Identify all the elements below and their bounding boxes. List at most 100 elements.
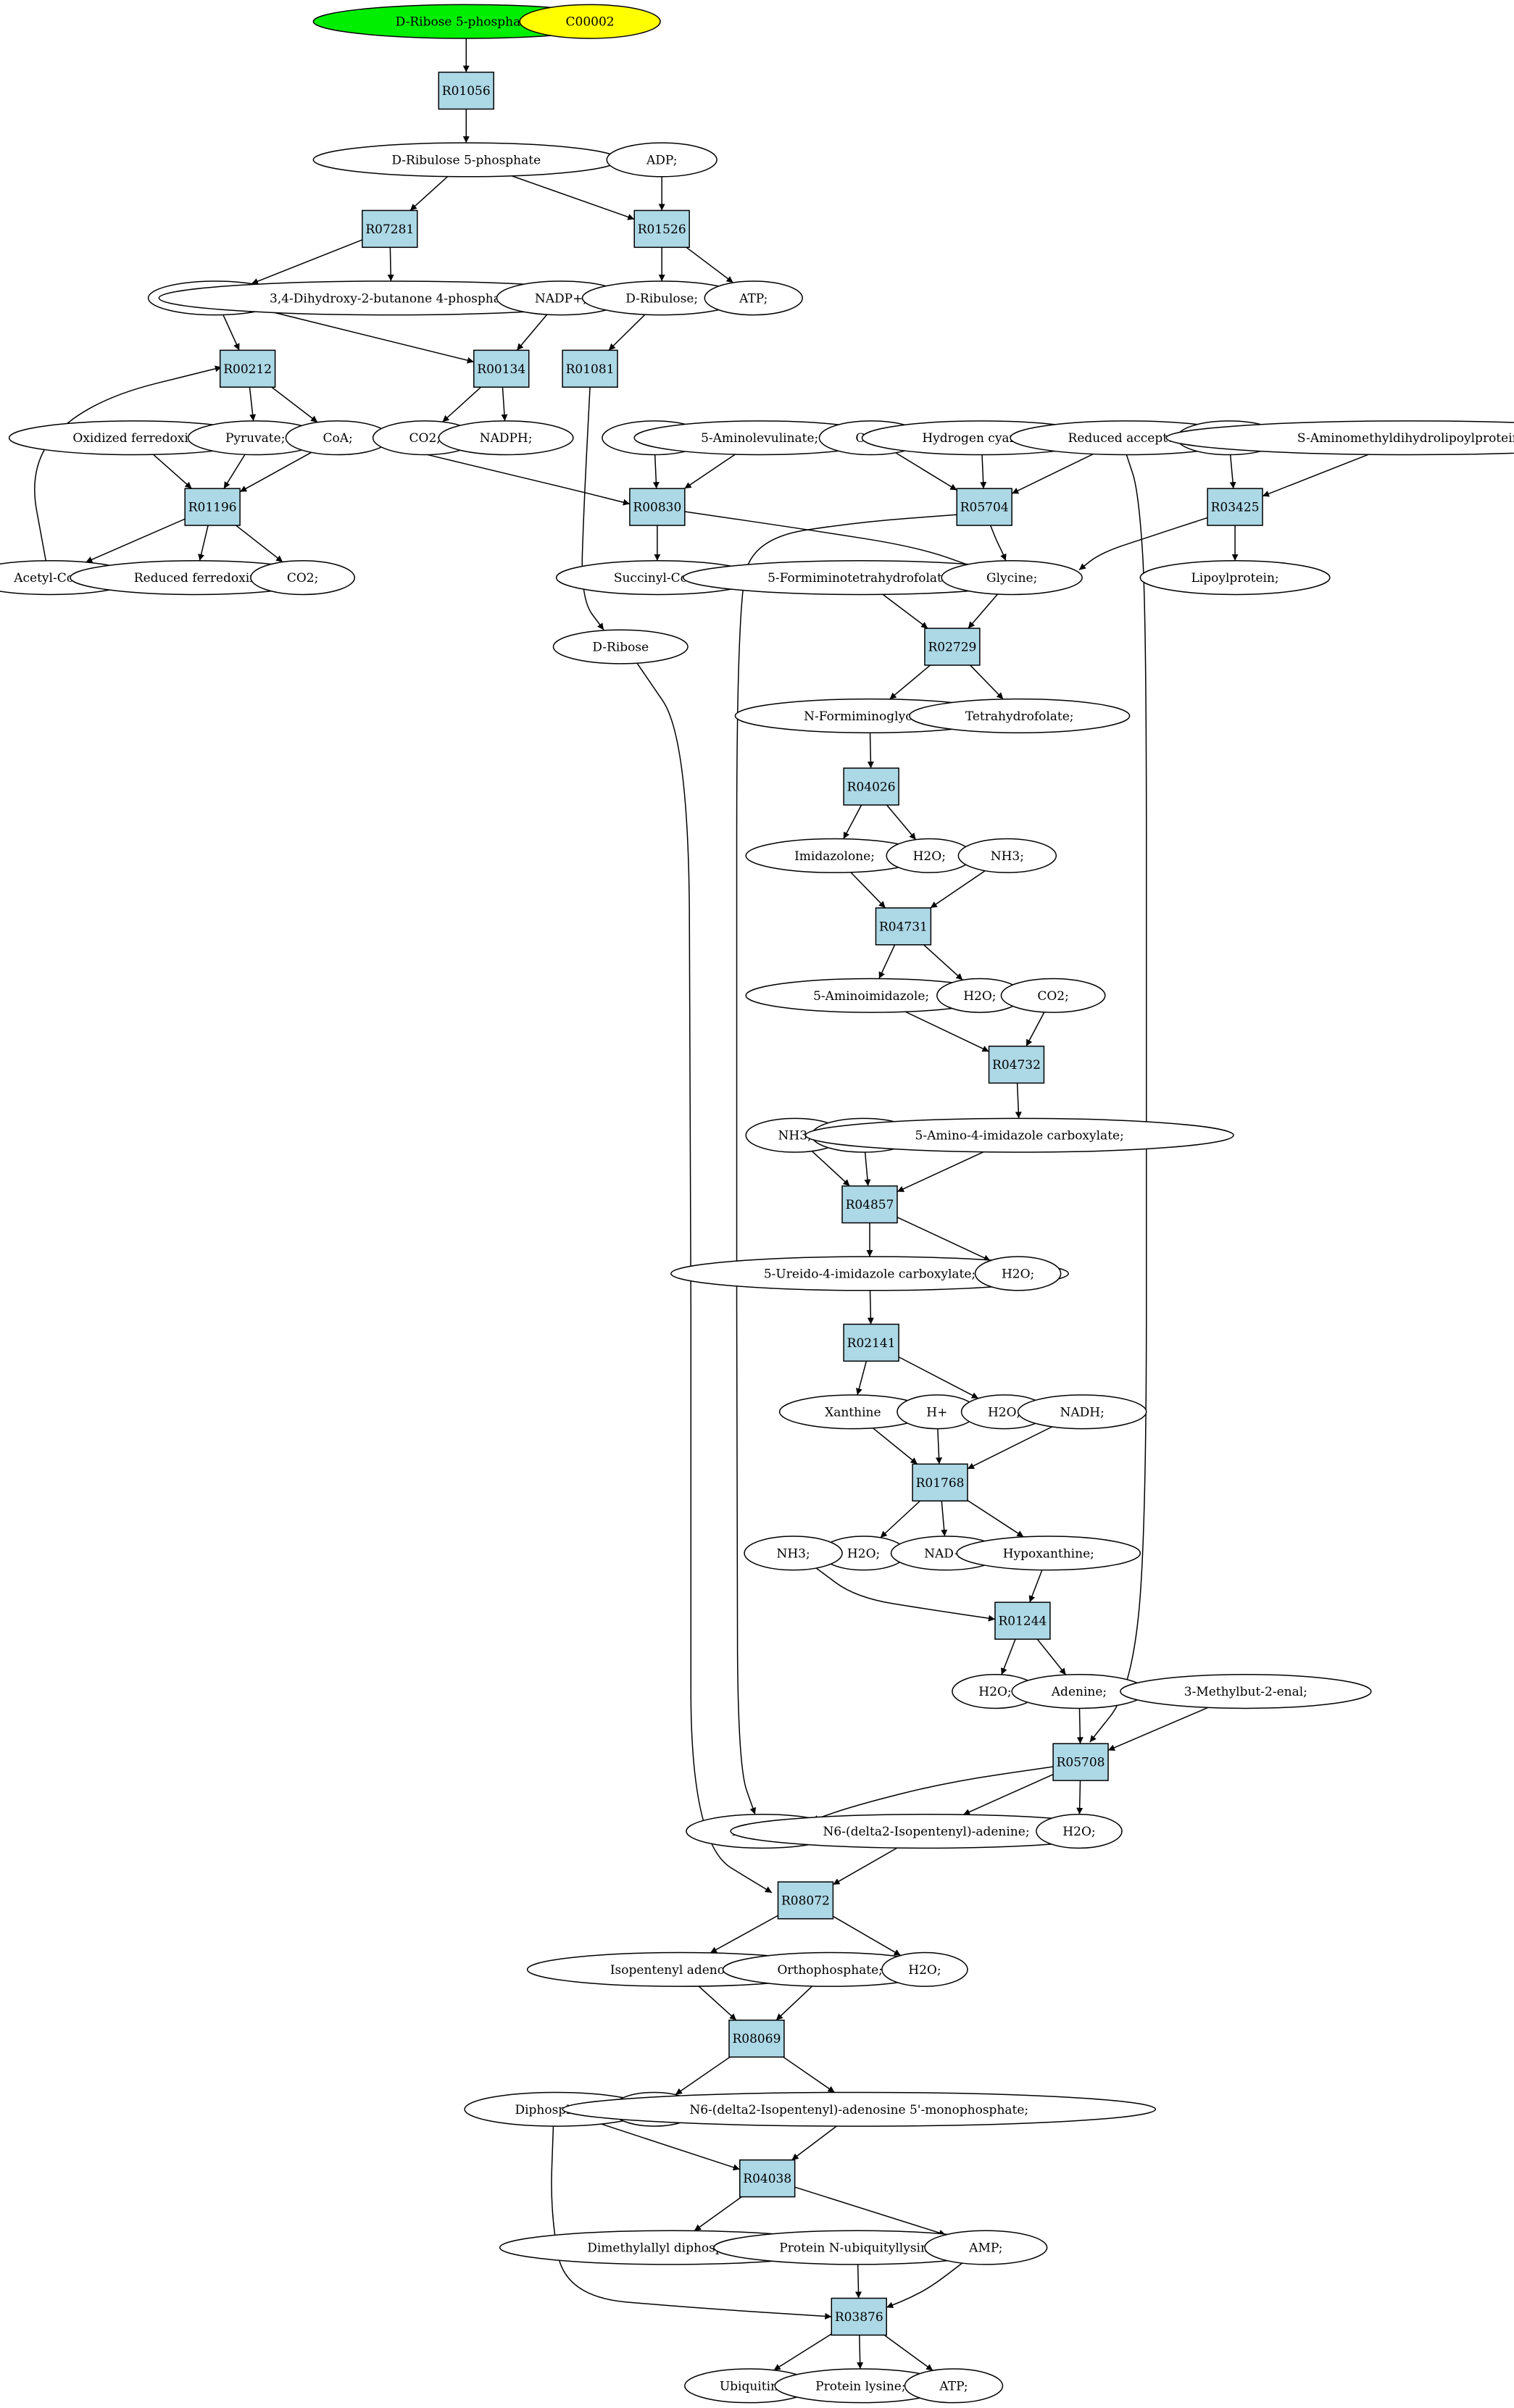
reaction-node-r_R08072: R08072 [777,1881,834,1920]
compound-node-c_aminolev: 5-Aminolevulinate; [633,420,886,456]
node-label: R01768 [916,1476,965,1491]
compound-ellipse [670,1256,1069,1291]
node-label: CoA; [323,431,352,446]
compound-node-c_nh3_a: NH3; [957,838,1057,873]
reaction-box [956,488,1012,526]
edge-c_dribulose-to-r_R01081 [608,314,646,351]
edge-c_amp-to-r_R03876 [886,2261,965,2309]
reaction-node-r_R01056: R01056 [438,71,494,110]
compound-node-c_fthf: 5-Formiminotetrahydrofolate; [682,560,1039,596]
node-label: H+ [926,1405,947,1420]
node-label: Adenine; [1051,1685,1107,1699]
reaction-node-r_R00134: R00134 [473,349,530,388]
compound-node-c_dribose: D-Ribose [552,629,689,665]
reaction-box [831,2297,887,2336]
node-label: N6-(delta2-Isopentenyl)-adenosine 5'-mon… [689,2103,1028,2117]
edge-c_formate-to-r_R00212 [222,314,240,351]
node-label: R08072 [781,1894,830,1908]
reaction-box [362,209,418,249]
edge-r_R07281-to-c_formate [251,239,363,285]
reaction-box [875,907,932,946]
reaction-box [629,488,686,526]
edge-r_R08072-to-c_isoade [710,1915,778,1954]
node-label: R01196 [188,501,237,515]
node-label: R00212 [223,362,272,377]
edge-r_R04857-to-c_h2o_c [897,1217,991,1262]
node-label: R05704 [960,501,1009,515]
edge-r_R08069-to-c_h2o_i [675,2057,731,2096]
node-label: R03876 [835,2310,883,2325]
compound-node-c_orthop: Orthophosphate; [722,1951,938,1987]
edge-c_dribose-to-r_R08072 [636,663,773,1894]
node-label: S-Aminomethyldihydrolipoylprotein; [1297,431,1514,446]
edge-r_R07281-to-c_dhbp [387,247,394,281]
node-label: Lipoylprotein; [1191,571,1279,586]
node-label: R04038 [743,2172,791,2186]
edge-c_co2_g-to-r_R04857 [864,1151,871,1186]
edge-c_diphos-to-r_R03876 [551,2126,832,2320]
reaction-box [988,1045,1045,1084]
node-layer: D-Ribose 5-phosphate;C00002R01056D-Ribul… [0,4,1514,2404]
edge-r_R04731-to-c_h2o_b [923,944,963,980]
compound-ellipse [1036,1813,1123,1849]
node-label: D-Ribose 5-phosphate; [396,15,537,30]
reaction-box [1207,488,1263,526]
reaction-node-r_R04731: R04731 [875,907,932,946]
edge-c_coa-to-r_R01196 [239,451,312,493]
compound-node-c_n6iamp: N6-(delta2-Isopentenyl)-adenosine 5'-mon… [562,2091,1157,2127]
edge-r_R04732-to-c_aic [1015,1083,1022,1119]
reaction-box [912,1463,968,1501]
edge-c_aminolev-to-r_R00830 [684,454,736,489]
edge-r_R02141-to-c_xanthine [855,1361,868,1396]
compound-ellipse [704,280,803,316]
edge-c_uic-to-r_R02141 [867,1290,874,1325]
reaction-box [438,71,494,110]
node-label: Protein N-ubiquityllysine [779,2241,936,2256]
reaction-box [739,2159,796,2198]
compound-node-c_nadph: NADPH; [438,420,574,456]
edge-r_R00134-to-c_nadph [501,387,508,421]
edge-c_oxfd-to-r_R01196 [153,454,192,489]
edge-c_isoade-to-r_R08069 [698,1986,737,2021]
edge-c_nadp-to-r_R00134 [516,314,548,351]
node-label: R02729 [928,641,976,655]
node-label: Glycine; [986,571,1037,586]
reaction-box [843,767,899,806]
compound-ellipse [904,2368,1004,2404]
node-label: ADP; [646,153,677,167]
node-label: 3-Methylbut-2-enal; [1184,1685,1307,1699]
reaction-node-r_R01526: R01526 [633,209,690,249]
node-label: Ubiquitin [720,2379,778,2394]
edge-r_R08069-to-c_n6iamp [783,2057,836,2094]
node-label: Dimethylallyl diphosphate; [587,2241,754,2256]
node-label: Protein lysine; [815,2379,905,2394]
edge-r_R01244-to-c_h2o_f [1001,1638,1016,1675]
node-label: R01081 [566,362,615,377]
compound-node-c_h2o_c: H2O; [974,1256,1062,1291]
node-label: Reduced ferredoxin [134,571,257,586]
edge-r_R05704-to-c_acceptor [736,514,957,1815]
node-label: NH3; [778,1129,812,1143]
edge-r_R04038-to-c_amp [794,2186,947,2236]
node-label: NADPH; [480,431,533,446]
compound-node-c_co2_e: CO2; [250,560,356,596]
compound-node-c_nadh: NADH; [1017,1394,1147,1430]
edge-r_R05704-to-c_glycine [989,525,1007,562]
reaction-node-r_R04857: R04857 [841,1185,898,1224]
node-label: H2O; [963,989,996,1004]
edge-c_formate-to-r_R00134 [263,309,474,364]
node-label: 5-Formiminotetrahydrofolate; [768,571,954,586]
node-label: Reduced acceptor; [1068,431,1186,446]
reaction-box [1052,1743,1109,1781]
node-label: NADP+; [535,291,587,306]
reaction-box [841,1185,898,1224]
compound-ellipse [957,838,1057,873]
edge-r_R03876-to-c_atp2 [883,2334,933,2371]
reaction-box [633,209,690,249]
node-label: C00002 [566,15,615,30]
compound-node-c_n6ia: N6-(delta2-Isopentenyl)-adenine; [730,1813,1123,1849]
edge-r_R01081-to-c_dribose [581,387,604,630]
edge-c_co2_b-to-r_R00830 [652,454,660,489]
reaction-box [728,2020,785,2058]
